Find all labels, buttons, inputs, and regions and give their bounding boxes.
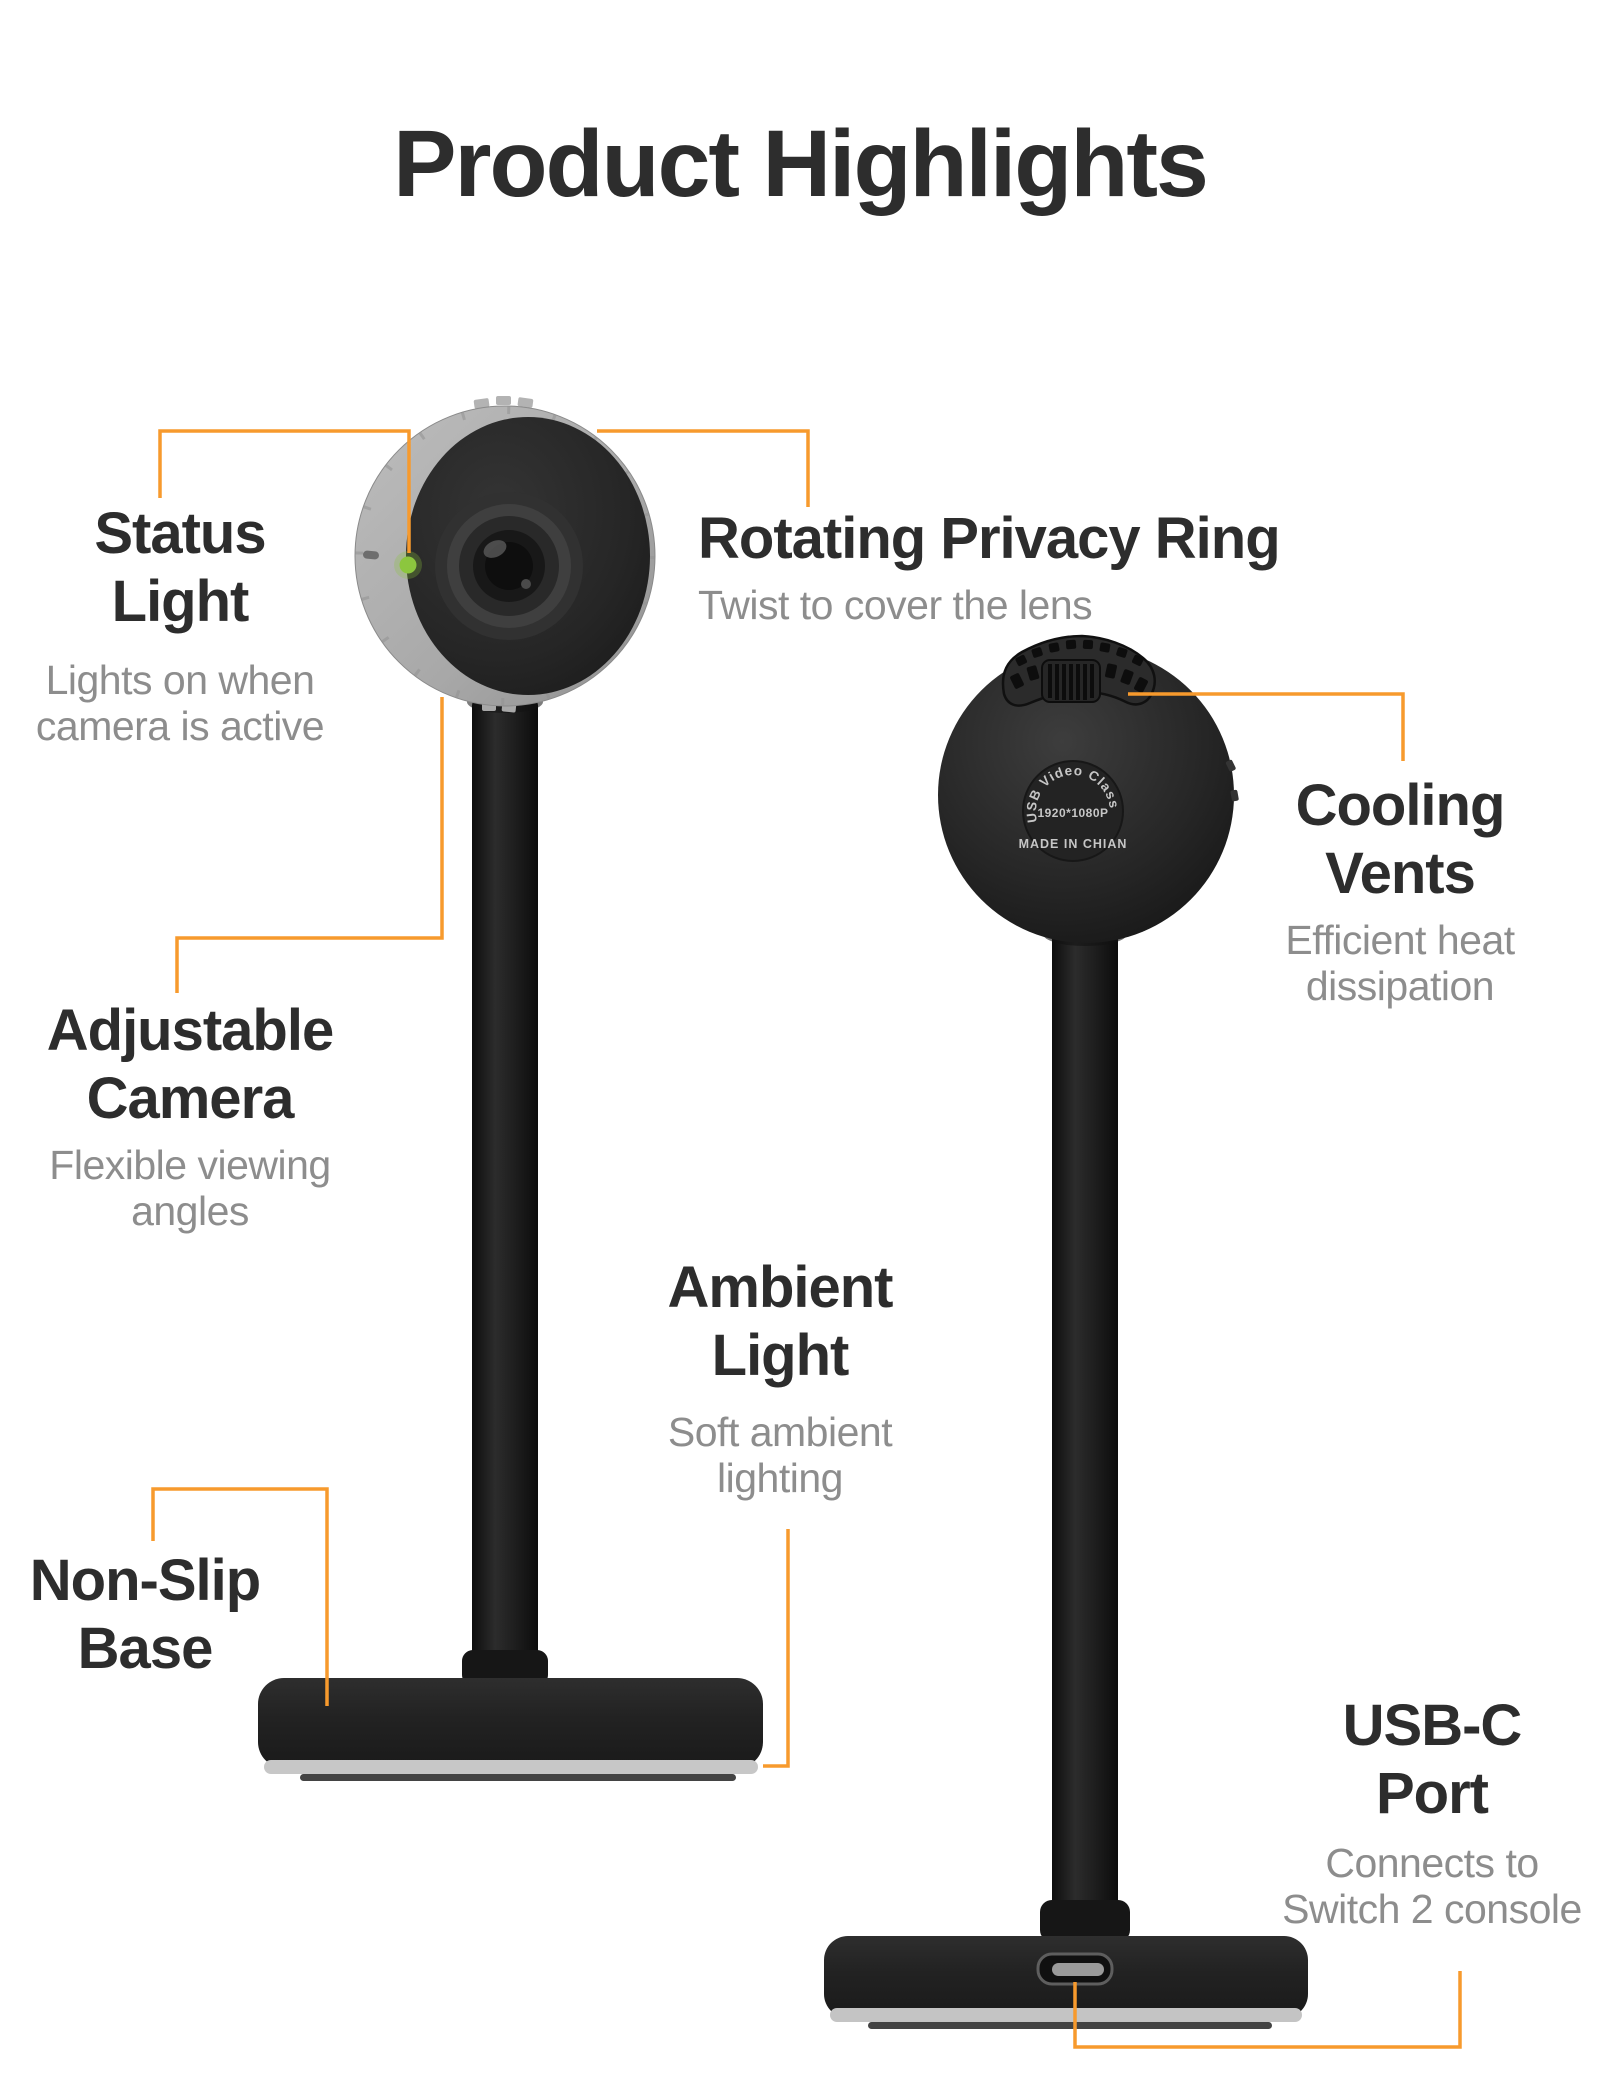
rear-webcam-neck-collar (1040, 1900, 1130, 1942)
callout-line-cooling-vents (1128, 692, 1405, 761)
rear-label-origin: MADE IN CHIAN (1019, 837, 1128, 851)
callout-title: USB-C Port (1342, 1693, 1523, 1826)
ring-notch-mark (363, 550, 379, 560)
cooling-vents (1001, 634, 1156, 707)
callout-rotating-privacy-ring: Rotating Privacy Ring Twist to cover the… (698, 505, 1418, 628)
lens-highlight (483, 540, 507, 558)
rear-webcam: USB Video Class 1920*1080P MADE IN CHIAN (824, 634, 1308, 2029)
status-led (399, 556, 417, 574)
page-title: Product Highlights (393, 111, 1209, 217)
callout-title: Ambient Light (667, 1255, 894, 1388)
privacy-ring-notches (355, 406, 655, 706)
callout-status-light: Status Light Lights on when camera is ac… (0, 500, 360, 749)
callout-usb-c-port: USB-C Port Connects to Switch 2 console (1252, 1692, 1600, 1932)
front-webcam-neck (472, 700, 538, 1680)
callout-line-non-slip-base (151, 1487, 329, 1706)
callout-title: Adjustable Camera (46, 998, 335, 1131)
callout-description: Flexible viewing angles (49, 1142, 331, 1234)
sphere-edge-notch (1225, 759, 1236, 772)
sphere-edge-notch (1230, 789, 1239, 802)
callout-line-ambient-light (763, 1529, 790, 1768)
front-webcam-light-ring (264, 1760, 758, 1774)
callout-line-adjustable-camera (175, 697, 444, 993)
lens-glint (521, 579, 531, 589)
callout-ambient-light: Ambient Light Soft ambient lighting (600, 1254, 960, 1501)
rear-webcam-neck (1052, 930, 1118, 1940)
front-webcam-neck-collar (462, 1650, 548, 1686)
callout-description: Efficient heat dissipation (1285, 917, 1515, 1009)
callout-title: Status Light (94, 501, 266, 634)
callout-description: Soft ambient lighting (667, 1409, 893, 1501)
ring-grip-tab (496, 396, 511, 405)
rear-webcam-light-ring (830, 2008, 1302, 2022)
callout-line-status-light (158, 429, 411, 553)
callout-description: Connects to Switch 2 console (1282, 1840, 1582, 1932)
rear-webcam-base-shadow (868, 2022, 1272, 2029)
callout-cooling-vents: Cooling Vents Efficient heat dissipation (1220, 772, 1580, 1009)
callout-line-usb-c-port (1073, 1971, 1462, 2049)
front-webcam-base-shadow (300, 1774, 736, 1781)
callout-title: Cooling Vents (1295, 773, 1506, 906)
usb-c-port (1036, 1952, 1114, 1986)
usb-c-port-pin (1052, 1963, 1104, 1976)
ring-grip-tab (473, 398, 490, 409)
front-webcam (258, 396, 763, 1781)
callout-adjustable-camera: Adjustable Camera Flexible viewing angle… (10, 997, 370, 1234)
callout-title: Non-Slip Base (29, 1548, 261, 1681)
rear-label-resolution: 1920*1080P (1037, 806, 1108, 820)
camera-lens (435, 492, 583, 640)
ring-grip-tab (517, 397, 534, 408)
front-webcam-base (258, 1678, 763, 1768)
rear-info-label: USB Video Class 1920*1080P MADE IN CHIAN (1019, 760, 1128, 862)
callout-description: Twist to cover the lens (698, 582, 1093, 628)
callout-title: Rotating Privacy Ring (698, 506, 1281, 571)
callout-non-slip-base: Non-Slip Base (0, 1547, 295, 1683)
callout-line-rotating-privacy-ring (597, 429, 810, 507)
callout-description: Lights on when camera is active (35, 657, 325, 749)
